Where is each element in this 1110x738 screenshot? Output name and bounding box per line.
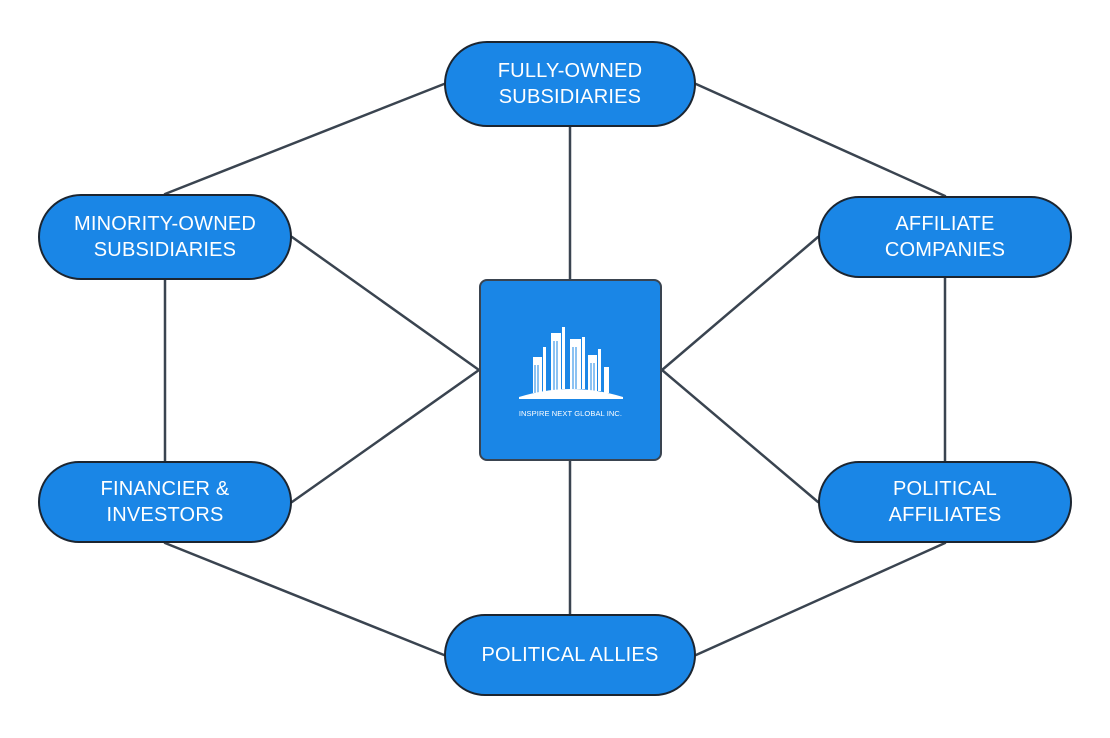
node-label-financier: FINANCIER & INVESTORS bbox=[100, 478, 230, 526]
connector-political-affiliates-to-center bbox=[660, 368, 820, 504]
node-political-allies: POLITICAL ALLIES bbox=[444, 614, 696, 696]
node-label-affiliate: AFFILIATE COMPANIES bbox=[884, 213, 1006, 261]
node-fully-owned-subsidiaries: FULLY-OWNED SUBSIDIARIES bbox=[444, 41, 696, 127]
connector-fully-to-affiliate bbox=[694, 82, 947, 198]
node-financier-investors: FINANCIER & INVESTORS bbox=[38, 461, 292, 543]
node-label-political-allies: POLITICAL ALLIES bbox=[481, 644, 659, 666]
connector-financier-to-allies bbox=[163, 541, 446, 657]
city-skyline-icon bbox=[519, 327, 623, 399]
connector-affiliate-to-center bbox=[660, 235, 820, 372]
node-affiliate-companies: AFFILIATE COMPANIES bbox=[818, 196, 1072, 278]
center-logo-box: INSPIRE NEXT GLOBAL INC. bbox=[479, 279, 662, 461]
connector-minority-to-center bbox=[290, 235, 481, 372]
node-minority-owned-subsidiaries: MINORITY-OWNED SUBSIDIARIES bbox=[38, 194, 292, 280]
node-label-political-affiliates: POLITICAL AFFILIATES bbox=[888, 478, 1002, 526]
node-label-fully-owned: FULLY-OWNED SUBSIDIARIES bbox=[497, 60, 643, 108]
connector-financier-to-center bbox=[290, 368, 481, 504]
node-label-minority-owned: MINORITY-OWNED SUBSIDIARIES bbox=[73, 213, 257, 261]
node-political-affiliates: POLITICAL AFFILIATES bbox=[818, 461, 1072, 543]
company-logo-text: INSPIRE NEXT GLOBAL INC. bbox=[518, 409, 623, 418]
connector-political-affiliates-to-allies bbox=[694, 541, 947, 657]
connector-fully-to-minority bbox=[163, 82, 446, 196]
